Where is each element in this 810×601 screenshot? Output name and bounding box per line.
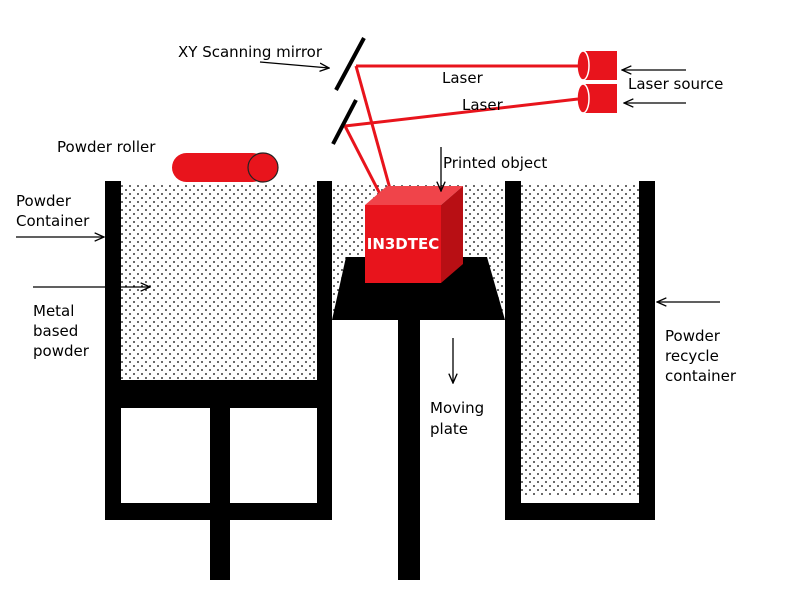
label-laser-lower: Laser (462, 96, 504, 114)
label-recycle-2: recycle (665, 347, 719, 365)
powder-recycle-container (505, 181, 655, 520)
label-metal-powder-1: Metal (33, 302, 74, 320)
moving-plate (332, 257, 505, 580)
label-printed-object: Printed object (443, 154, 547, 172)
label-laser-source: Laser source (628, 75, 723, 93)
label-xy-scanning-mirror: XY Scanning mirror (178, 43, 323, 61)
laser-source (576, 50, 617, 114)
cube-logo: IN3DTEC (367, 235, 440, 253)
label-laser-upper: Laser (442, 69, 484, 87)
label-powder-container-2: Container (16, 212, 90, 230)
powder-container-fill (121, 185, 317, 380)
label-metal-powder-2: based (33, 322, 78, 340)
label-recycle-1: Powder (665, 327, 721, 345)
laser-beams (343, 64, 579, 197)
label-moving-plate-2: plate (430, 420, 468, 438)
label-powder-container-1: Powder (16, 192, 72, 210)
label-recycle-3: container (665, 367, 737, 385)
label-powder-roller: Powder roller (57, 138, 156, 156)
label-metal-powder-3: powder (33, 342, 90, 360)
recycle-container-fill (521, 185, 639, 495)
powder-roller (172, 152, 279, 183)
annotation-arrows (16, 61, 720, 383)
printed-object-cube: IN3DTEC (365, 186, 463, 283)
powder-container (105, 181, 332, 580)
xy-scanning-mirror (331, 37, 366, 145)
label-moving-plate-1: Moving (430, 399, 484, 417)
